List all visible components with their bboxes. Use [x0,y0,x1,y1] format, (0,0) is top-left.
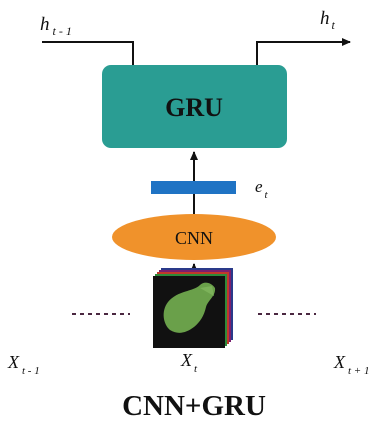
h-curr-sub: t [332,18,336,32]
diagram-caption: CNN+GRU [122,390,266,422]
input-image-stack [153,268,233,348]
embedding-bar [151,181,236,194]
x-curr-base: X [180,350,193,370]
gru-box [102,65,287,148]
h-prev-base: h [40,14,50,35]
h-curr-base: h [320,8,330,29]
x-prev-base: X [7,352,20,372]
x-prev-sub: t - 1 [22,365,40,377]
x-next-base: X [333,352,346,372]
cnn-ellipse [112,214,276,260]
e-t-base: e [255,177,263,196]
e-t-sub: t [265,189,269,201]
h-prev-sub: t - 1 [53,24,72,38]
x-curr-sub: t [194,363,198,375]
gru-label: GRU [165,93,223,122]
x-next-sub: t + 1 [348,365,369,377]
cnn-label: CNN [175,228,213,248]
leaf-image [163,282,216,333]
